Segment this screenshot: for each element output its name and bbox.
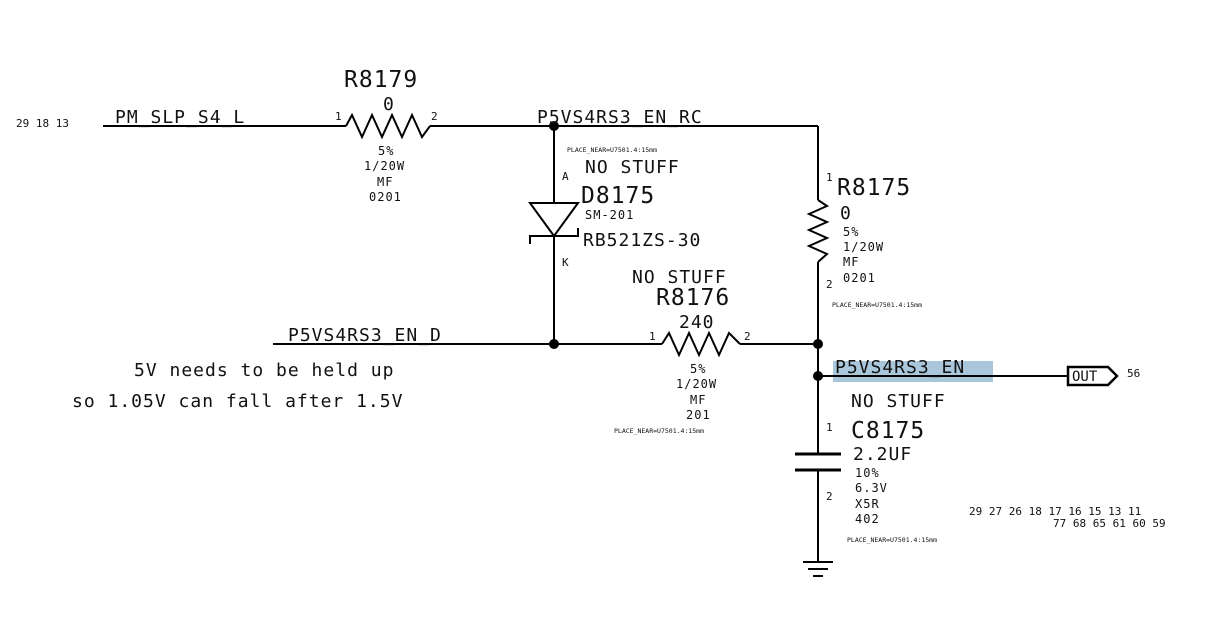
- r8176-pin2: 2: [744, 330, 751, 343]
- c8175-ref: C8175: [851, 418, 925, 444]
- d8175-anode-label: A: [562, 170, 569, 183]
- pm-slp-net-label: PM_SLP_S4_L: [115, 107, 245, 128]
- c8175-dielectric: X5R: [855, 497, 880, 511]
- ground-symbol: [803, 561, 833, 577]
- r8175-resistor-symbol: [806, 199, 830, 263]
- c8175-pin2: 2: [826, 490, 833, 503]
- r8175-tolerance: 5%: [843, 225, 859, 239]
- r8179-tolerance: 5%: [378, 144, 394, 158]
- d8175-cathode-label: K: [562, 256, 569, 269]
- r8175-value: 0: [840, 203, 852, 224]
- junction-en: [813, 371, 823, 381]
- r8175-type: MF: [843, 255, 859, 269]
- d8175-cathode-bar: [529, 228, 579, 244]
- r8176-package: 201: [686, 408, 711, 422]
- en-rc-place-note: PLACE_NEAR=U7501.4:15mm: [567, 146, 657, 154]
- r8175-place-note: PLACE_NEAR=U7501.4:15mm: [832, 301, 922, 309]
- note-line-2: so 1.05V can fall after 1.5V: [72, 391, 403, 412]
- c8175-pin1: 1: [826, 421, 833, 434]
- en-net-label: P5VS4RS3_EN: [835, 357, 965, 378]
- d8175-package: SM-201: [585, 208, 634, 222]
- r8175-pin1: 1: [826, 171, 833, 184]
- r8176-place-note: PLACE_NEAR=U7501.4:15mm: [614, 427, 704, 435]
- r8175-ref: R8175: [837, 175, 911, 201]
- r8175-package: 0201: [843, 271, 876, 285]
- r8176-stuff: NO STUFF: [632, 267, 727, 288]
- r8176-resistor-symbol: [661, 330, 741, 358]
- junction-r8175-r8176: [813, 339, 823, 349]
- junction-en-d: [549, 339, 559, 349]
- out-port-symbol: [1066, 365, 1119, 387]
- c8175-package: 402: [855, 512, 880, 526]
- c8175-voltage: 6.3V: [855, 481, 888, 495]
- r8176-value: 240: [679, 312, 715, 333]
- d8175-ref: D8175: [581, 183, 655, 209]
- note-line-1: 5V needs to be held up: [134, 360, 394, 381]
- en-d-net-label: P5VS4RS3_EN_D: [288, 325, 442, 346]
- r8179-package: 0201: [369, 190, 402, 204]
- r8176-type: MF: [690, 393, 706, 407]
- junction-en-rc: [549, 121, 559, 131]
- r8179-resistor-symbol: [345, 112, 431, 140]
- r8175-power: 1/20W: [843, 240, 884, 254]
- en-rc-net-label: P5VS4RS3_EN_RC: [537, 107, 703, 128]
- c8175-tolerance: 10%: [855, 466, 880, 480]
- d8175-stuff: NO STUFF: [585, 157, 680, 178]
- en-page-refs-row1: 29 27 26 18 17 16 15 13 11: [969, 505, 1141, 518]
- r8179-value: 0: [383, 94, 395, 115]
- out-port-page-ref: 56: [1127, 367, 1140, 380]
- r8179-pin2: 2: [431, 110, 438, 123]
- en-page-refs-row2: 77 68 65 61 60 59: [1053, 517, 1166, 530]
- r8175-pin2: 2: [826, 278, 833, 291]
- r8176-ref: R8176: [656, 285, 730, 311]
- c8175-stuff: NO STUFF: [851, 391, 946, 412]
- d8175-part-number: RB521ZS-30: [583, 230, 701, 251]
- r8176-tolerance: 5%: [690, 362, 706, 376]
- c8175-place-note: PLACE_NEAR=U7501.4:15mm: [847, 536, 937, 544]
- r8179-ref: R8179: [344, 67, 418, 93]
- c8175-value: 2.2UF: [853, 444, 912, 465]
- r8176-power: 1/20W: [676, 377, 717, 391]
- r8179-type: MF: [377, 175, 393, 189]
- out-port-label: OUT: [1072, 369, 1098, 385]
- r8176-pin1: 1: [649, 330, 656, 343]
- wires: [103, 125, 1068, 562]
- r8179-pin1: 1: [335, 110, 342, 123]
- pm-slp-page-refs: 29 18 13: [16, 117, 69, 130]
- r8179-power: 1/20W: [364, 159, 405, 173]
- d8175-diode-triangle: [528, 202, 580, 238]
